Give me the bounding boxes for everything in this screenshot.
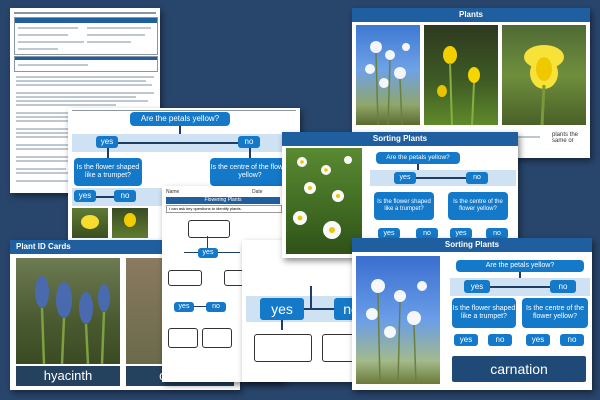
question-centre-yellow: Is the centre of the flower yellow?: [522, 298, 588, 328]
question-centre-yellow: Is the centre of the flower yellow?: [448, 192, 508, 220]
answer-box[interactable]: [202, 328, 232, 348]
flowchart-top-rule: [72, 110, 296, 111]
yes-button: yes: [454, 334, 478, 346]
doc-table-2: [14, 56, 158, 72]
hyacinth-label: hyacinth: [16, 366, 120, 386]
hyacinth-photo: [16, 258, 120, 364]
yes-button: yes: [450, 228, 472, 239]
question-centre-yellow: Is the centre of the flower yellow?: [210, 158, 290, 186]
no-button: no: [416, 228, 438, 239]
answer-box[interactable]: [168, 270, 202, 286]
no-button: no: [206, 302, 226, 312]
daffodil-thumb-photo: [72, 208, 108, 238]
yes-button: yes: [464, 280, 490, 293]
no-button: no: [486, 228, 508, 239]
worksheet-instruction: I can ask key questions to identify plan…: [166, 205, 282, 213]
no-button: no: [238, 136, 260, 148]
question-petals-yellow: Are the petals yellow?: [376, 152, 460, 164]
yes-button: yes: [74, 190, 96, 202]
question-trumpet-shape: Is the flower shaped like a trumpet?: [374, 192, 434, 220]
no-button: no: [560, 334, 584, 346]
yes-button: yes: [526, 334, 550, 346]
daffodil-photo: [502, 25, 586, 125]
question-petals-yellow: Are the petals yellow?: [456, 260, 584, 272]
daisies-photo: [286, 148, 362, 254]
answer-box[interactable]: [188, 220, 230, 238]
yes-button: yes: [96, 136, 118, 148]
no-button: no: [488, 334, 512, 346]
name-label: Name: [166, 189, 180, 195]
yes-button: yes: [174, 302, 194, 312]
question-petals-yellow: Are the petals yellow?: [130, 112, 230, 126]
sorting-sheet-header: Sorting Plants: [352, 238, 592, 252]
blank-flowchart-sheet: yes no: [242, 240, 368, 382]
tulip-thumb-photo: [112, 208, 148, 238]
answer-card-carnation: carnation: [452, 356, 586, 382]
sorting-plants-sheet-1: Sorting Plants Are the petals yellow? ye…: [282, 132, 518, 258]
doc-top-rule: [14, 12, 156, 14]
no-button: no: [114, 190, 136, 202]
yes-button: yes: [260, 298, 304, 320]
yes-button: yes: [394, 172, 416, 184]
answer-box[interactable]: [168, 328, 198, 348]
worksheet-title-bar: Flowering Plants: [166, 197, 280, 204]
sorting-plants-sheet-2: Sorting Plants Are the petals yellow? ye…: [352, 238, 592, 390]
yes-button: yes: [198, 248, 218, 258]
answer-box[interactable]: [254, 334, 312, 362]
question-trumpet-shape: Is the flower shaped like a trumpet?: [452, 298, 516, 328]
white-flowers-photo: [356, 25, 420, 125]
date-label: Date: [252, 189, 263, 195]
question-trumpet-shape: Is the flower shaped like a trumpet?: [74, 158, 142, 186]
sorting-sheet-header: Sorting Plants: [282, 132, 518, 146]
no-button: no: [466, 172, 488, 184]
yes-button: yes: [378, 228, 400, 239]
white-flowers-sky-photo: [356, 256, 440, 384]
plants-sheet-header: Plants: [352, 8, 590, 22]
plants-caption: plants the same or: [552, 132, 579, 144]
doc-table: [14, 17, 158, 55]
yellow-tulip-photo: [424, 25, 498, 125]
no-button: no: [550, 280, 576, 293]
